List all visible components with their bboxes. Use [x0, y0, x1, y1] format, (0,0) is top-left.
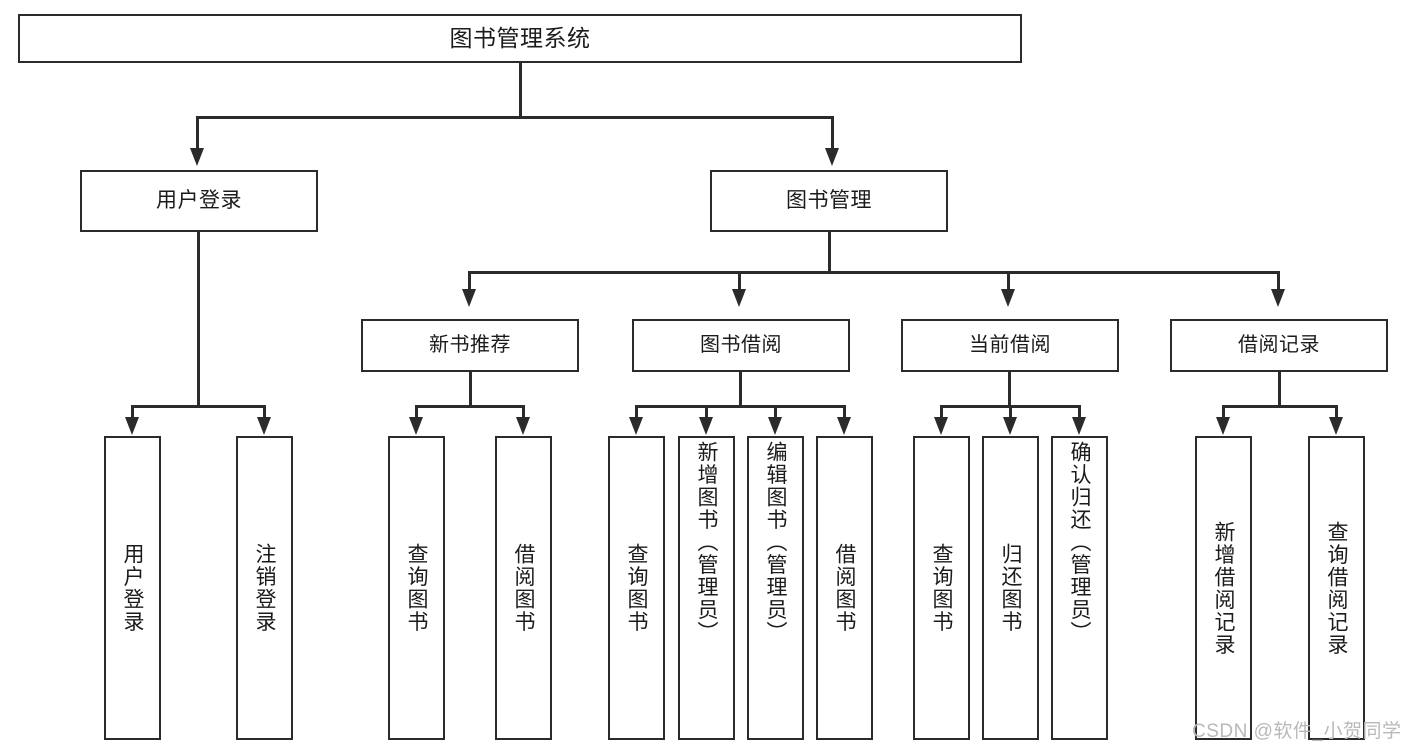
connector-bb-drop-3 — [774, 405, 777, 421]
connector-bb-bus — [635, 405, 846, 408]
connector-root-drop-right — [831, 116, 834, 152]
connector-user-login-drop-1 — [131, 405, 134, 421]
arrowhead-leaf-user-login — [125, 417, 139, 435]
leaf-cb-query-book[interactable]: 查询图书 — [913, 436, 970, 740]
node-current-borrow[interactable]: 当前借阅 — [901, 319, 1119, 372]
connector-root-bus — [196, 116, 834, 119]
leaf-cb-confirm-return-admin[interactable]: 确认归还（管理员） — [1051, 436, 1108, 740]
arrowhead-nbr-leaf-2 — [516, 417, 530, 435]
node-book-borrow[interactable]: 图书借阅 — [632, 319, 850, 372]
connector-bb-stem — [739, 372, 742, 408]
arrowhead-book-borrow — [732, 289, 746, 307]
leaf-nbr-query-book[interactable]: 查询图书 — [388, 436, 445, 740]
leaf-label: 确认归还（管理员） — [1068, 441, 1091, 644]
node-root-system[interactable]: 图书管理系统 — [18, 14, 1022, 63]
leaf-label: 借阅图书 — [512, 543, 535, 633]
arrowhead-book-manage — [825, 148, 839, 166]
connector-bm-drop-2 — [738, 271, 741, 293]
leaf-label: 查询图书 — [930, 543, 953, 633]
arrowhead-nbr-leaf-1 — [409, 417, 423, 435]
node-user-login[interactable]: 用户登录 — [80, 170, 318, 232]
connector-cb-drop-2 — [1009, 405, 1012, 421]
leaf-label: 借阅图书 — [833, 543, 856, 633]
arrowhead-bb-leaf-1 — [629, 417, 643, 435]
node-label: 图书管理系统 — [449, 24, 591, 51]
arrowhead-cb-leaf-1 — [934, 417, 948, 435]
arrowhead-user-login — [190, 148, 204, 166]
leaf-label: 编辑图书（管理员） — [764, 441, 787, 644]
connector-root-drop-left — [196, 116, 199, 152]
node-new-book-recommend[interactable]: 新书推荐 — [361, 319, 579, 372]
connector-nbr-stem — [469, 372, 472, 408]
leaf-label: 用户登录 — [121, 543, 144, 633]
connector-bb-drop-2 — [705, 405, 708, 421]
connector-bm-drop-3 — [1007, 271, 1010, 293]
arrowhead-bb-leaf-3 — [768, 417, 782, 435]
leaf-br-query-record[interactable]: 查询借阅记录 — [1308, 436, 1365, 740]
connector-bm-drop-1 — [468, 271, 471, 293]
node-label: 当前借阅 — [969, 333, 1051, 356]
node-book-manage[interactable]: 图书管理 — [710, 170, 948, 232]
csdn-watermark: CSDN @软件_小贺同学 — [1192, 721, 1402, 742]
connector-br-bus — [1222, 405, 1338, 408]
leaf-cb-return-book[interactable]: 归还图书 — [982, 436, 1039, 740]
arrowhead-borrow-record — [1271, 289, 1285, 307]
leaf-label: 查询借阅记录 — [1325, 520, 1348, 656]
arrowhead-cb-leaf-2 — [1003, 417, 1017, 435]
node-label: 用户登录 — [156, 188, 242, 212]
connector-book-manage-bus — [468, 271, 1280, 274]
arrowhead-bb-leaf-4 — [837, 417, 851, 435]
leaf-label: 查询图书 — [405, 543, 428, 633]
leaf-br-add-record[interactable]: 新增借阅记录 — [1195, 436, 1252, 740]
connector-br-drop-1 — [1222, 405, 1225, 421]
connector-user-login-stem — [197, 232, 200, 407]
leaf-logout[interactable]: 注销登录 — [236, 436, 293, 740]
leaf-label: 新增图书（管理员） — [695, 441, 718, 644]
leaf-bb-query-book[interactable]: 查询图书 — [608, 436, 665, 740]
arrowhead-leaf-logout — [257, 417, 271, 435]
node-label: 图书管理 — [786, 188, 872, 212]
node-label: 借阅记录 — [1238, 333, 1320, 356]
leaf-nbr-borrow-book[interactable]: 借阅图书 — [495, 436, 552, 740]
leaf-label: 注销登录 — [253, 543, 276, 633]
arrowhead-br-leaf-2 — [1329, 417, 1343, 435]
arrowhead-current-borrow — [1001, 289, 1015, 307]
arrowhead-bb-leaf-2 — [699, 417, 713, 435]
arrowhead-br-leaf-1 — [1216, 417, 1230, 435]
leaf-label: 归还图书 — [999, 543, 1022, 633]
leaf-bb-edit-book-admin[interactable]: 编辑图书（管理员） — [747, 436, 804, 740]
connector-cb-stem — [1008, 372, 1011, 408]
connector-bm-drop-4 — [1277, 271, 1280, 293]
connector-nbr-drop-1 — [415, 405, 418, 421]
connector-bb-drop-4 — [843, 405, 846, 421]
connector-user-login-bus — [131, 405, 266, 408]
arrowhead-cb-leaf-3 — [1072, 417, 1086, 435]
connector-nbr-drop-2 — [522, 405, 525, 421]
node-label: 图书借阅 — [700, 333, 782, 356]
connector-nbr-bus — [415, 405, 525, 408]
connector-user-login-drop-2 — [263, 405, 266, 421]
leaf-bb-add-book-admin[interactable]: 新增图书（管理员） — [678, 436, 735, 740]
connector-root-stem — [519, 63, 522, 118]
leaf-bb-borrow-book[interactable]: 借阅图书 — [816, 436, 873, 740]
arrowhead-new-book-recommend — [462, 289, 476, 307]
connector-br-stem — [1278, 372, 1281, 408]
connector-br-drop-2 — [1335, 405, 1338, 421]
leaf-label: 新增借阅记录 — [1212, 520, 1235, 656]
node-borrow-record[interactable]: 借阅记录 — [1170, 319, 1388, 372]
node-label: 新书推荐 — [429, 333, 511, 356]
connector-book-manage-stem — [828, 232, 831, 273]
connector-cb-drop-3 — [1078, 405, 1081, 421]
leaf-label: 查询图书 — [625, 543, 648, 633]
connector-bb-drop-1 — [635, 405, 638, 421]
connector-cb-drop-1 — [940, 405, 943, 421]
leaf-user-login[interactable]: 用户登录 — [104, 436, 161, 740]
